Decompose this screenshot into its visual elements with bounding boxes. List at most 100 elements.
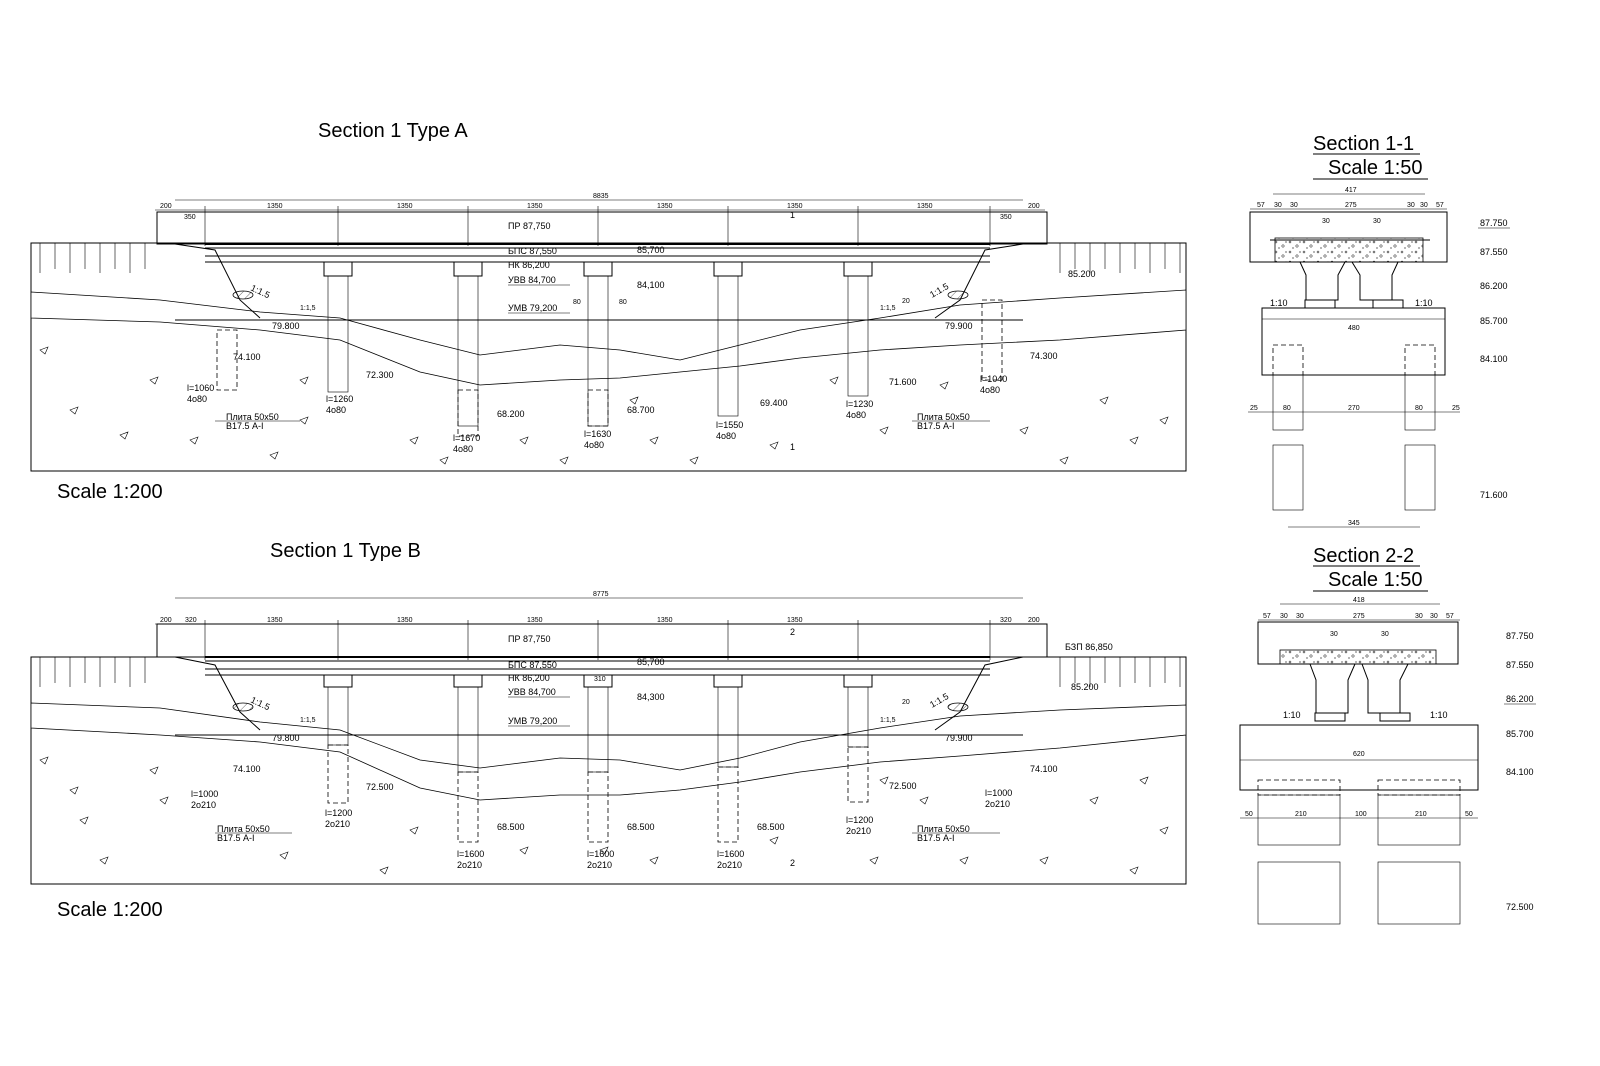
type-b-pile-1-count: 2о210: [191, 800, 216, 810]
type-b-bps-mark: БПС 87,550: [508, 660, 557, 670]
type-b-g-68500-a: 68.500: [497, 822, 525, 832]
type-b-pile-2-length: l=1200: [325, 808, 352, 818]
type-b-w310: 310: [594, 676, 606, 683]
sec22-d4: 275: [1353, 613, 1365, 620]
type-b-g-72500-b: 72.500: [889, 781, 917, 791]
type-a-85700: 85,700: [637, 245, 665, 255]
section-b-title: Section 1 Type B: [270, 540, 421, 562]
type-b-span-1: 1350: [267, 617, 283, 624]
sec11-b4: 80: [1415, 405, 1423, 412]
type-b-pile-5-length: l=1600: [717, 849, 744, 859]
type-b-cut-top: 2: [790, 627, 795, 637]
type-a-pile-1-length: l=1060: [187, 383, 214, 393]
type-a-slope-right: 1:1.5: [928, 281, 950, 300]
type-b-pile-7-length: l=1000: [985, 788, 1012, 798]
section-11-title: Section 1-1: [1313, 133, 1414, 155]
section-22-title: Section 2-2: [1313, 545, 1414, 567]
type-a-g-72300: 72.300: [366, 370, 394, 380]
type-a-pile-7-count: 4о80: [980, 385, 1000, 395]
section-a-scale: Scale 1:200: [57, 481, 163, 503]
type-a-pile-6-count: 4о80: [846, 410, 866, 420]
type-a-cut-top: 1: [790, 210, 795, 220]
sec11-slope-right: 1:10: [1415, 298, 1433, 308]
sec22-b2: 210: [1295, 811, 1307, 818]
type-b-slope-small-right: 1:1,5: [880, 717, 896, 724]
section-11-detail: 417 57 30 30 275 30 30 57 30 30 480 1:10…: [1248, 187, 1510, 528]
type-b-pile-4-count: 2о210: [587, 860, 612, 870]
type-a-span-5: 1350: [787, 203, 803, 210]
type-b-span-4: 1350: [657, 617, 673, 624]
type-a-pile-3-count: 4о80: [453, 444, 473, 454]
sec11-b5: 25: [1452, 405, 1460, 412]
sec22-d1: 57: [1263, 613, 1271, 620]
sec11-d3: 30: [1290, 202, 1298, 209]
sec11-d4: 275: [1345, 202, 1357, 209]
type-b-plate-right-2: В17.5 А-I: [917, 833, 955, 843]
type-b-pile-2-count: 2о210: [325, 819, 350, 829]
sec22-e86200: 86.200: [1506, 694, 1534, 704]
sec22-d3: 30: [1296, 613, 1304, 620]
sec11-slope-left: 1:10: [1270, 298, 1288, 308]
type-a-span-2: 1350: [397, 203, 413, 210]
sec11-top-dim: 417: [1345, 187, 1357, 194]
sec11-e87550: 87.550: [1480, 247, 1508, 257]
sec11-d7: 57: [1436, 202, 1444, 209]
sec22-b3: 100: [1355, 811, 1367, 818]
sec22-e87750: 87.750: [1506, 631, 1534, 641]
railing-posts: [30, 243, 1181, 273]
sec11-e86200: 86.200: [1480, 281, 1508, 291]
type-a-pile-7-length: l=1040: [980, 374, 1007, 384]
type-b-g-72500: 72.500: [366, 782, 394, 792]
type-a-pile-4-length: l=1630: [584, 429, 611, 439]
type-a-g-68200: 68.200: [497, 409, 525, 419]
type-a-plate-left-1: Плита 50х50: [226, 412, 279, 422]
type-a-g-68700: 68.700: [627, 405, 655, 415]
type-a-w80-b: 80: [619, 299, 627, 306]
type-a-slope-small-right: 1:1,5: [880, 305, 896, 312]
type-a-g-71600: 71.600: [889, 377, 917, 387]
type-b-slope-small-left: 1:1,5: [300, 717, 316, 724]
sec11-d1: 57: [1257, 202, 1265, 209]
type-b-pile-6-count: 2о210: [846, 826, 871, 836]
sec22-inner-30a: 30: [1330, 631, 1338, 638]
type-a-slope-small-left: 1:1,5: [300, 305, 316, 312]
type-b-dim-200-right: 200: [1028, 617, 1040, 624]
type-a-pile-6-length: l=1230: [846, 399, 873, 409]
piers-b: [323, 674, 873, 843]
type-b-umv-mark: УМВ 79,200: [508, 716, 557, 726]
type-b-g-68500-c: 68.500: [757, 822, 785, 832]
type-b-g-79900: 79.900: [945, 733, 973, 743]
type-a-end-350-right: 350: [1000, 214, 1012, 221]
type-b-slope-left: 1:1.5: [249, 695, 271, 713]
type-b-bzp: БЗП 86,850: [1065, 642, 1113, 652]
sec11-b2: 80: [1283, 405, 1291, 412]
type-a-g-74300: 74.300: [1030, 351, 1058, 361]
type-b-dim-320-left: 320: [185, 617, 197, 624]
type-a-g-79800: 79.800: [272, 321, 300, 331]
sec11-b1: 25: [1250, 405, 1258, 412]
sec22-inner-30b: 30: [1381, 631, 1389, 638]
section-22-detail: 418 57 30 30 275 30 30 57 30 30 620 1:10…: [1239, 597, 1536, 925]
type-a-uvv-mark: УВВ 84,700: [508, 275, 556, 285]
type-a-g-69400: 69.400: [760, 398, 788, 408]
type-a-plate-right-1: Плита 50х50: [917, 412, 970, 422]
type-a-bps-mark: БПС 87,550: [508, 246, 557, 256]
type-b-span-5: 1350: [787, 617, 803, 624]
sec11-e87750: 87.750: [1480, 218, 1508, 228]
type-b-dim-320-right: 320: [1000, 617, 1012, 624]
sec11-d6: 30: [1420, 202, 1428, 209]
type-b-pr-mark: ПР 87,750: [508, 634, 551, 644]
type-b-uvv-mark: УВВ 84,700: [508, 687, 556, 697]
soil-symbols-b: [39, 756, 1169, 875]
sec22-b1: 50: [1245, 811, 1253, 818]
type-a-slope-left: 1:1.5: [249, 283, 271, 301]
railing-posts-b: [39, 657, 1181, 687]
sec22-b4: 210: [1415, 811, 1427, 818]
section-11-scale: Scale 1:50: [1328, 157, 1423, 179]
sec22-e72500: 72.500: [1506, 902, 1534, 912]
sec11-d2: 30: [1274, 202, 1282, 209]
sec11-e71600: 71.600: [1480, 490, 1508, 500]
section-a-title: Section 1 Type A: [318, 120, 468, 142]
type-b-g-74100: 74.100: [233, 764, 261, 774]
